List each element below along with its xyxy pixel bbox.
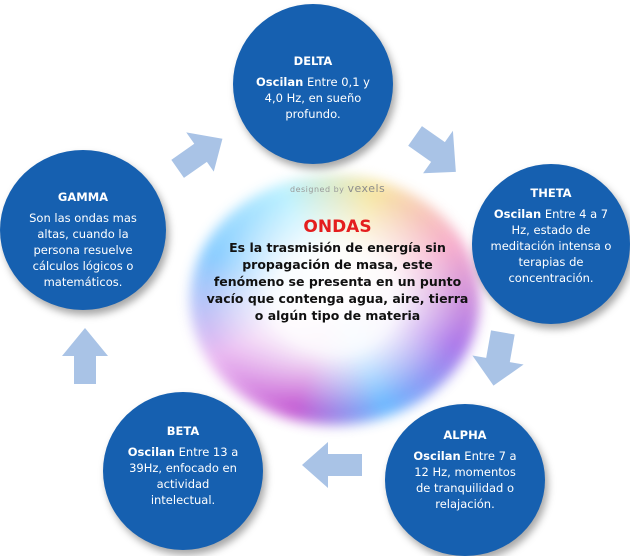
- center-description: Es la trasmisión de energía sin propagac…: [206, 240, 469, 323]
- beta-description-bold: Oscilan: [127, 445, 175, 459]
- center-title: ONDAS: [303, 217, 372, 237]
- arrow-gamma-to-delta: [171, 132, 223, 178]
- delta-title: DELTA: [293, 54, 333, 68]
- arrow-theta-to-alpha: [472, 330, 524, 386]
- watermark-prefix: designed by: [290, 185, 345, 194]
- arrow-alpha-to-beta: [302, 442, 362, 488]
- gamma-description-text: Son las ondas mas altas, cuando la perso…: [29, 211, 137, 289]
- watermark: designed by vexels: [290, 182, 385, 195]
- alpha-description-text: Entre 7 a 12 Hz, momentos de tranquilida…: [414, 449, 517, 511]
- alpha-wave-circle: ALPHA Oscilan Entre 7 a 12 Hz, momentos …: [385, 404, 545, 556]
- gamma-description: Son las ondas mas altas, cuando la perso…: [18, 210, 148, 290]
- gamma-title: GAMMA: [57, 190, 109, 204]
- delta-wave-circle: DELTA Oscilan Entre 0,1 y 4,0 Hz, en sue…: [233, 4, 393, 164]
- delta-description-bold: Oscilan: [256, 75, 304, 89]
- beta-description-text: Entre 13 a 39Hz, enfocado en actividad i…: [129, 445, 239, 507]
- alpha-description-bold: Oscilan: [413, 449, 461, 463]
- arrow-beta-to-gamma: [62, 328, 108, 384]
- alpha-description: Oscilan Entre 7 a 12 Hz, momentos de tra…: [407, 448, 523, 512]
- watermark-brand: vexels: [347, 182, 386, 195]
- theta-description: Oscilan Entre 4 a 7 Hz, estado de medita…: [489, 206, 613, 286]
- theta-wave-circle: THETA Oscilan Entre 4 a 7 Hz, estado de …: [472, 164, 630, 324]
- beta-wave-circle: BETA Oscilan Entre 13 a 39Hz, enfocado e…: [103, 392, 263, 550]
- beta-description: Oscilan Entre 13 a 39Hz, enfocado en act…: [124, 444, 242, 508]
- theta-title: THETA: [530, 186, 572, 200]
- delta-description-text: Entre 0,1 y 4,0 Hz, en sueño profundo.: [264, 75, 370, 121]
- delta-description: Oscilan Entre 0,1 y 4,0 Hz, en sueño pro…: [252, 74, 374, 122]
- center-gradient-background: [190, 175, 480, 425]
- theta-description-text: Entre 4 a 7 Hz, estado de meditación int…: [490, 207, 612, 285]
- alpha-title: ALPHA: [443, 428, 487, 442]
- center-concept: ONDAS Es la trasmisión de energía sin pr…: [205, 216, 470, 324]
- arrow-delta-to-theta: [408, 126, 456, 174]
- theta-description-bold: Oscilan: [493, 207, 542, 221]
- gamma-wave-circle: GAMMA Son las ondas mas altas, cuando la…: [0, 150, 166, 310]
- beta-title: BETA: [166, 424, 200, 438]
